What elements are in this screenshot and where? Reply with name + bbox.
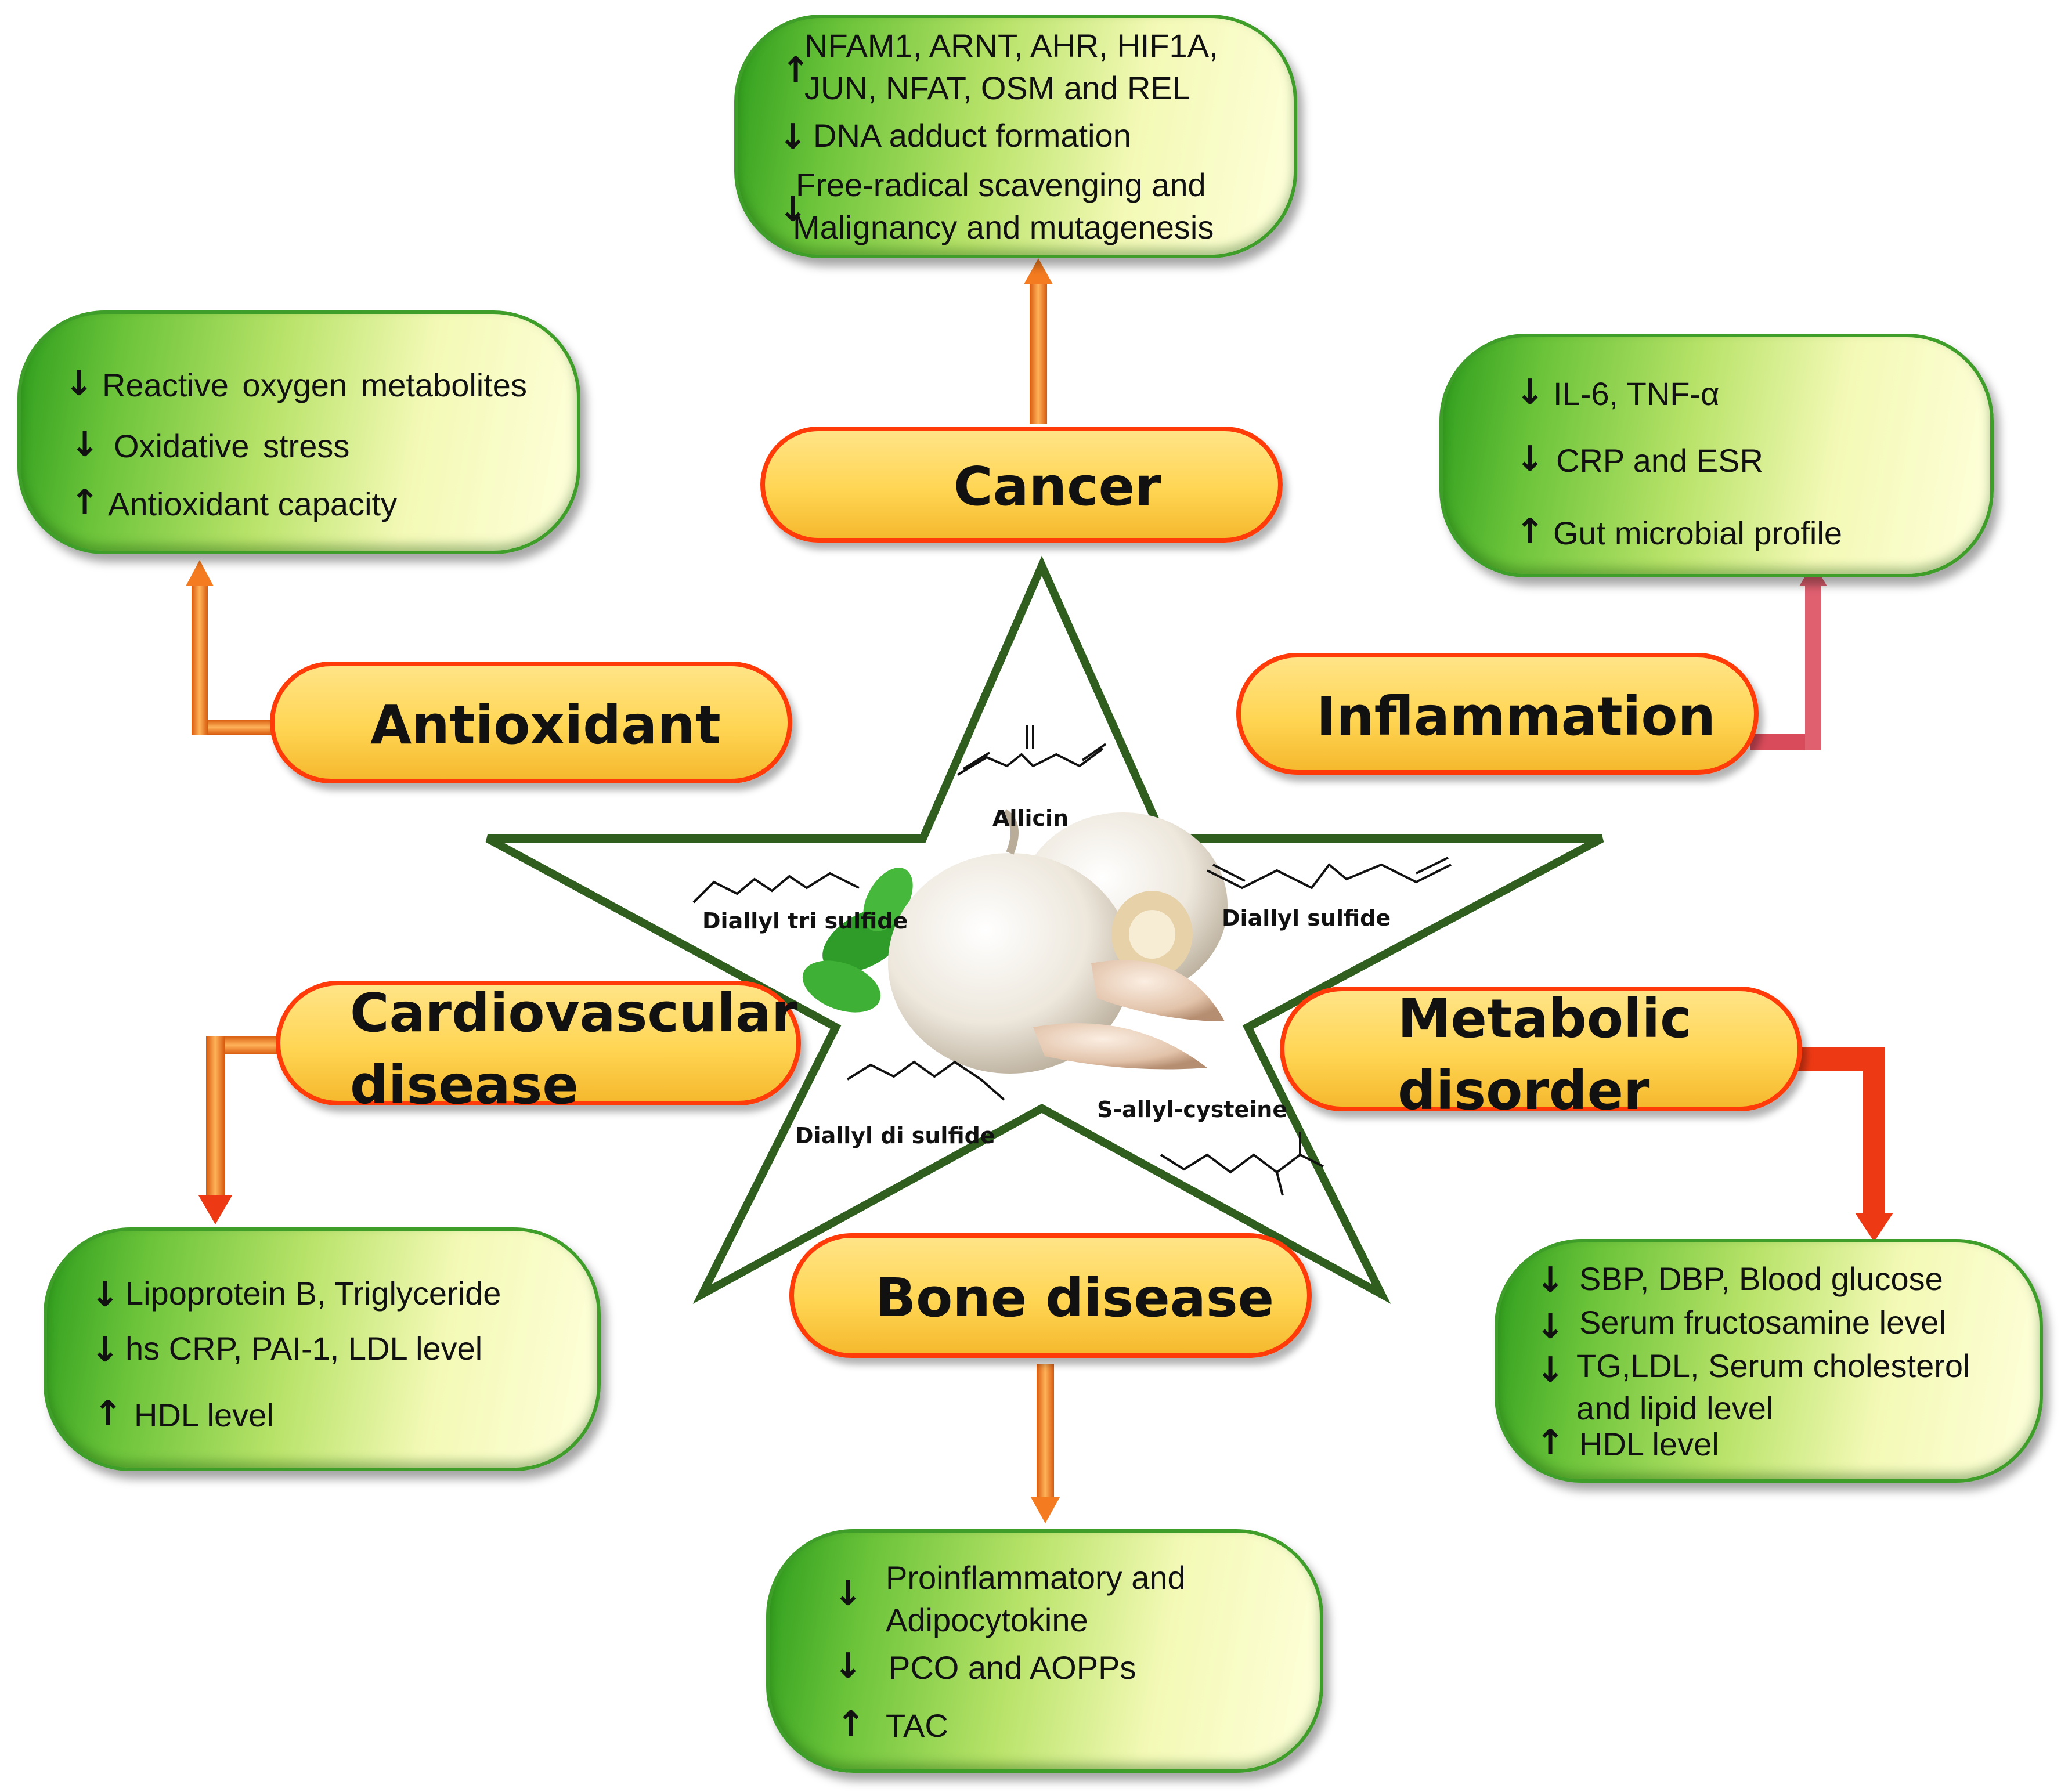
down-arrow-icon: ↓ (778, 189, 808, 230)
effect-line: Malignancy and mutagenesis (793, 209, 1214, 245)
effect-line: TG,LDL, Serum cholesterol (1576, 1347, 1970, 1384)
category-pill-inflammation: Inflammation (1236, 653, 1759, 775)
up-arrow-icon: ↑ (70, 482, 100, 523)
down-arrow-icon: ↓ (1536, 1350, 1565, 1390)
effect-line: CRP and ESR (1556, 442, 1763, 479)
category-label-cancer: Cancer (954, 456, 1161, 518)
effect-line: HDL level (1579, 1426, 1719, 1462)
diallyl-trisulfide-structure (692, 872, 860, 904)
effect-line: JUN, NFAT, OSM and REL (804, 70, 1190, 106)
down-arrow-icon: ↓ (70, 424, 100, 465)
antioxidant-connector-arrow (186, 560, 284, 735)
category-label-metabolic-line1: Metabolic (1398, 988, 1692, 1050)
down-arrow-icon: ↓ (1536, 1306, 1565, 1347)
effect-line: Serum fructosamine level (1579, 1304, 1946, 1341)
down-arrow-icon: ↓ (1536, 1260, 1565, 1300)
category-label-bone: Bone disease (875, 1267, 1275, 1329)
up-arrow-icon: ↑ (93, 1393, 123, 1434)
effect-line: SBP, DBP, Blood glucose (1579, 1260, 1943, 1297)
effect-line: Free-radical scavenging and (796, 167, 1206, 203)
down-arrow-icon: ↓ (833, 1573, 863, 1614)
effects-box-inflammation: ↓ IL-6, TNF-α ↓ CRP and ESR ↑ Gut microb… (1439, 334, 1994, 577)
effect-line: TAC (886, 1707, 948, 1744)
effect-line: Gut microbial profile (1553, 515, 1842, 551)
effect-line: DNA adduct formation (813, 117, 1131, 154)
effects-box-cancer: ↑ NFAM1, ARNT, AHR, HIF1A, JUN, NFAT, OS… (734, 15, 1297, 258)
effects-box-metabolic: ↓ SBP, DBP, Blood glucose ↓ Serum fructo… (1495, 1239, 2043, 1483)
up-arrow-icon: ↑ (1536, 1422, 1565, 1463)
category-pill-cancer: Cancer (760, 427, 1283, 543)
effect-line: Adipocytokine (886, 1602, 1088, 1638)
effects-box-bone: ↓ Proinflammatory and Adipocytokine ↓ PC… (766, 1529, 1323, 1773)
cardiovascular-connector-arrow (198, 1036, 281, 1224)
diallyl-disulfide-structure (846, 1060, 1005, 1101)
category-pill-cardiovascular: Cardiovascular disease (276, 981, 801, 1116)
effect-line: NFAM1, ARNT, AHR, HIF1A, (804, 27, 1218, 64)
effect-line: IL-6, TNF-α (1553, 375, 1720, 412)
down-arrow-icon: ↓ (64, 363, 94, 404)
effect-line: Reactive oxygen metabolites (102, 367, 527, 403)
s-allyl-cysteine-structure (1160, 1132, 1324, 1196)
category-label-inflammation: Inflammation (1316, 685, 1716, 747)
category-label-antioxidant: Antioxidant (370, 694, 721, 756)
molecule-label-diallyl-disulfide: Diallyl di sulfide (795, 1123, 995, 1148)
up-arrow-icon: ↑ (836, 1704, 866, 1744)
inflammation-connector-arrow (1750, 563, 1827, 750)
category-pill-antioxidant: Antioxidant (270, 662, 792, 783)
category-pill-bone: Bone disease (789, 1233, 1312, 1358)
down-arrow-icon: ↓ (1515, 372, 1545, 413)
diallyl-sulfide-structure (1207, 857, 1452, 890)
up-arrow-icon: ↑ (1515, 511, 1545, 552)
effect-line: Oxidative stress (114, 428, 350, 464)
effects-box-antioxidant: ↓ Reactive oxygen metabolites ↓ Oxidativ… (17, 310, 580, 554)
category-label-cardiovascular-line2: disease (350, 1054, 579, 1116)
metabolic-connector-arrow (1791, 1047, 1893, 1242)
molecule-label-diallyl-sulfide: Diallyl sulfide (1222, 905, 1391, 931)
down-arrow-icon: ↓ (91, 1329, 120, 1370)
effect-line: Proinflammatory and (886, 1559, 1186, 1596)
effect-line: PCO and AOPPs (889, 1649, 1136, 1686)
cancer-connector-arrow (1024, 258, 1053, 424)
allicin-structure (956, 725, 1107, 776)
molecule-label-s-allyl-cysteine: S-allyl-cysteine (1097, 1097, 1288, 1122)
effect-line: Antioxidant capacity (108, 486, 398, 522)
category-pill-metabolic: Metabolic disorder (1280, 987, 1802, 1122)
effect-line: Lipoprotein B, Triglyceride (125, 1275, 501, 1312)
effect-line: HDL level (134, 1397, 274, 1433)
effects-box-cardiovascular: ↓ Lipoprotein B, Triglyceride ↓ hs CRP, … (44, 1227, 601, 1471)
effect-line: and lipid level (1576, 1390, 1774, 1426)
down-arrow-icon: ↓ (778, 117, 808, 157)
down-arrow-icon: ↓ (1515, 439, 1545, 479)
down-arrow-icon: ↓ (833, 1646, 863, 1686)
down-arrow-icon: ↓ (91, 1274, 120, 1315)
molecule-label-diallyl-trisulfide: Diallyl tri sulfide (702, 908, 908, 934)
up-arrow-icon: ↑ (781, 50, 811, 91)
effect-line: hs CRP, PAI-1, LDL level (125, 1330, 483, 1367)
category-label-metabolic-line2: disorder (1398, 1060, 1650, 1122)
category-label-cardiovascular-line1: Cardiovascular (350, 982, 798, 1044)
bone-connector-arrow (1031, 1364, 1060, 1523)
molecule-label-allicin: Allicin (992, 805, 1069, 831)
